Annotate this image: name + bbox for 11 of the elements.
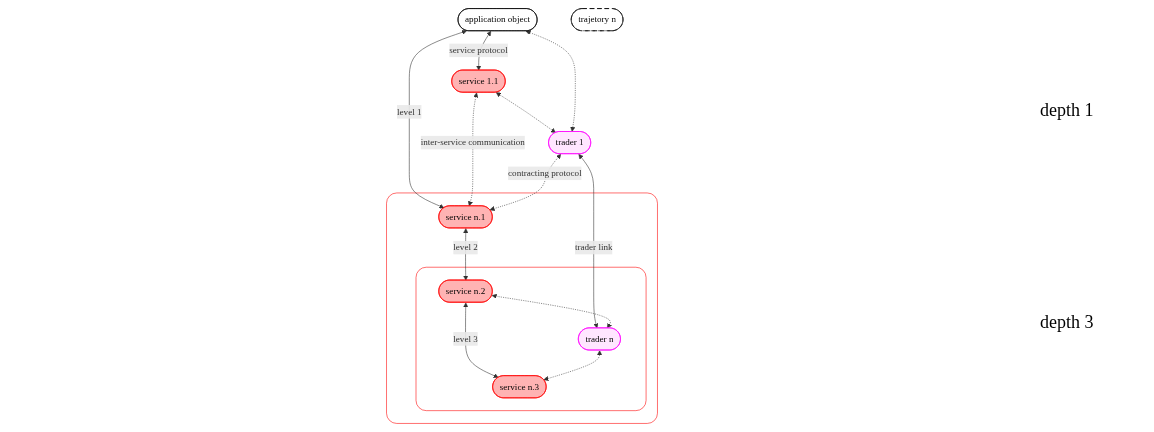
- depth-label: depth 3: [1040, 311, 1095, 333]
- cluster: [415, 266, 647, 411]
- edge-label: trader link: [574, 242, 613, 253]
- edge-label: contracting protocol: [508, 168, 582, 178]
- edge-label: level 1: [397, 106, 422, 117]
- depth-label: depth 1: [1040, 99, 1095, 121]
- edge-label: service protocol: [449, 45, 508, 55]
- edge-label: level 2: [453, 242, 478, 253]
- cluster: [386, 192, 658, 424]
- edge-label: level 3: [453, 333, 478, 344]
- edge-label: inter-service communication: [420, 137, 525, 148]
